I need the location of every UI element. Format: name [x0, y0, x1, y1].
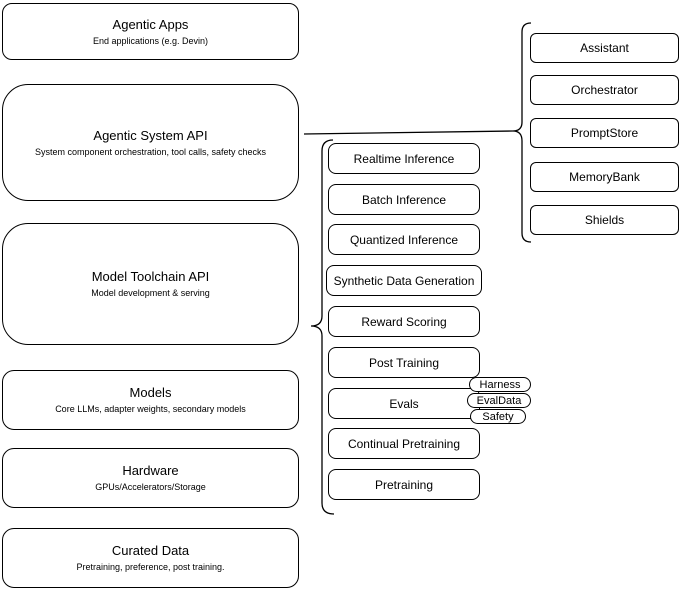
component-box-assistant: Assistant: [530, 33, 679, 63]
box-title: Model Toolchain API: [91, 269, 210, 284]
component-box-shields: Shields: [530, 205, 679, 235]
service-box-batch-inference: Batch Inference: [328, 184, 480, 215]
box-subtitle: Core LLMs, adapter weights, secondary mo…: [55, 404, 246, 414]
service-box-realtime-inference: Realtime Inference: [328, 143, 480, 174]
box-model-toolchain-api: Model Toolchain API Model development & …: [2, 223, 299, 345]
component-label: Shields: [584, 213, 625, 227]
box-agentic-system-api: Agentic System API System component orch…: [2, 84, 299, 201]
service-label: Quantized Inference: [349, 232, 459, 247]
service-label: Pretraining: [374, 477, 434, 492]
box-subtitle: End applications (e.g. Devin): [92, 35, 209, 46]
component-label: Assistant: [580, 41, 629, 55]
service-box-continual-pretraining: Continual Pretraining: [328, 428, 480, 459]
service-box-reward-scoring: Reward Scoring: [328, 306, 480, 337]
box-title: Agentic System API: [93, 127, 208, 143]
box-agentic-apps: Agentic Apps End applications (e.g. Devi…: [2, 3, 299, 60]
component-box-promptstore: PromptStore: [530, 118, 679, 148]
component-label: PromptStore: [570, 126, 639, 140]
service-label: Continual Pretraining: [347, 436, 461, 451]
box-title: Hardware: [122, 463, 179, 478]
component-box-memorybank: MemoryBank: [530, 162, 679, 192]
service-label: Reward Scoring: [361, 314, 447, 329]
component-label: MemoryBank: [569, 170, 640, 184]
box-subtitle: Pretraining, preference, post training.: [76, 562, 225, 572]
component-label: Orchestrator: [571, 83, 638, 97]
service-label: Batch Inference: [361, 192, 447, 207]
badge-evaldata: EvalData: [467, 393, 531, 408]
service-label: Realtime Inference: [353, 151, 455, 166]
component-box-orchestrator: Orchestrator: [530, 75, 679, 105]
box-subtitle: GPUs/Accelerators/Storage: [95, 482, 206, 492]
service-box-pretraining: Pretraining: [328, 469, 480, 500]
box-title: Models: [129, 385, 172, 400]
box-hardware: Hardware GPUs/Accelerators/Storage: [2, 448, 299, 508]
service-box-post-training: Post Training: [328, 347, 480, 378]
box-subtitle: Model development & serving: [91, 288, 210, 298]
service-label: Post Training: [368, 355, 440, 370]
service-box-quantized-inference: Quantized Inference: [328, 224, 480, 255]
badge-harness: Harness: [469, 377, 531, 392]
box-subtitle: System component orchestration, tool cal…: [34, 146, 267, 157]
service-label: Evals: [389, 396, 419, 411]
box-models: Models Core LLMs, adapter weights, secon…: [2, 370, 299, 430]
service-box-synthetic-data-generation: Synthetic Data Generation: [326, 265, 482, 296]
connector-line-system-api: [303, 130, 514, 135]
box-title: Agentic Apps: [112, 16, 189, 32]
service-label: Synthetic Data Generation: [333, 273, 475, 288]
service-box-evals: Evals: [328, 388, 480, 419]
badge-safety: Safety: [470, 409, 526, 424]
box-curated-data: Curated Data Pretraining, preference, po…: [2, 528, 299, 588]
box-title: Curated Data: [111, 543, 190, 558]
brace-system-components-group: [512, 22, 532, 243]
